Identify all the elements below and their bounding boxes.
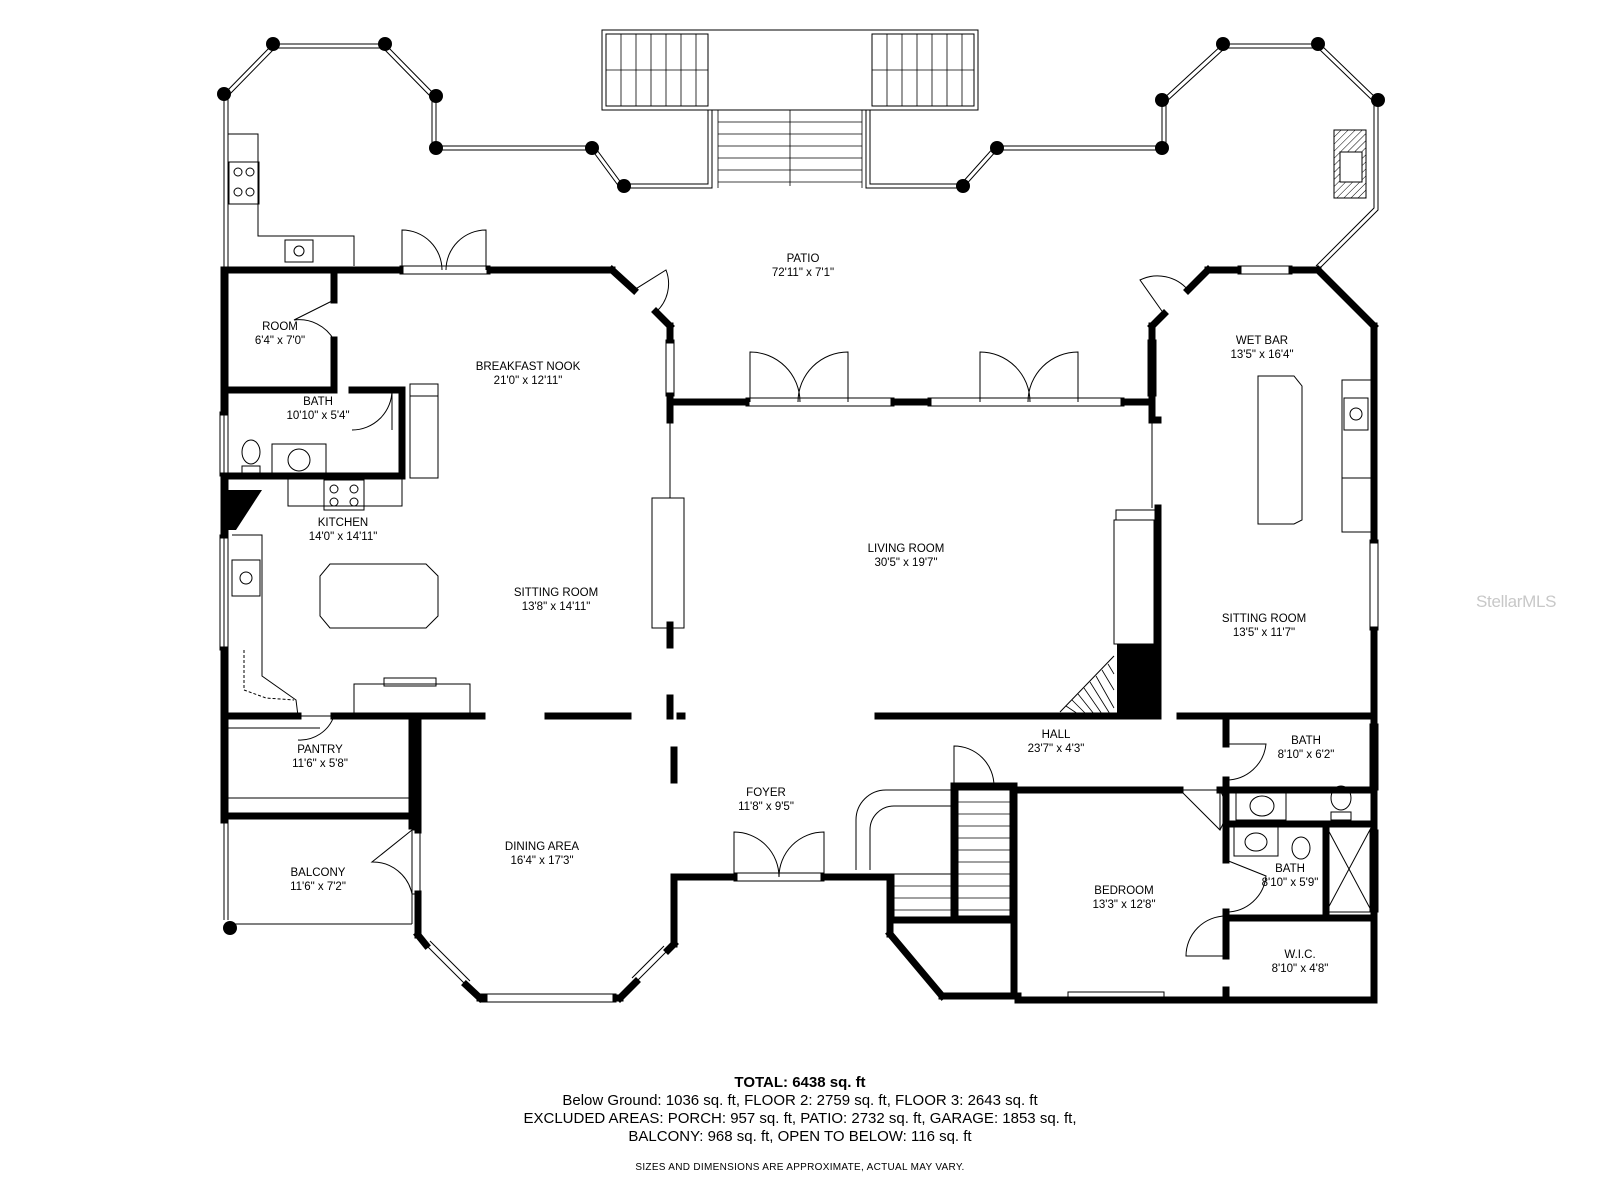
room-dims: 11'6" x 7'2" — [290, 881, 346, 893]
room-label-bath-right-2: BATH 8'10" x 5'9" — [1262, 862, 1319, 890]
patio-posts — [217, 37, 1385, 935]
room-name: BEDROOM — [1094, 885, 1154, 897]
room-name: BREAKFAST NOOK — [475, 361, 581, 373]
room-name: W.I.C. — [1284, 949, 1316, 961]
floor-plan — [217, 29, 1385, 1004]
room-label-foyer: FOYER 11'8" x 9'5" — [738, 786, 794, 814]
room-dims: 13'8" x 14'11" — [521, 601, 591, 613]
room-label-bedroom: BEDROOM 13'3" x 12'8" — [1092, 884, 1155, 912]
fixtures — [228, 375, 1373, 925]
room-dims: 6'4" x 7'0" — [254, 335, 306, 347]
room-name: KITCHEN — [317, 517, 369, 529]
wall-fills — [224, 490, 1159, 718]
totals-line-3: BALCONY: 968 sq. ft, OPEN TO BELOW: 116 … — [628, 1128, 972, 1145]
room-name: LIVING ROOM — [867, 543, 945, 555]
room-label-wic: W.I.C. 8'10" x 4'8" — [1272, 948, 1329, 976]
room-name: SITTING ROOM — [1221, 613, 1307, 625]
room-dims: 14'0" x 14'11" — [308, 531, 378, 543]
windows — [219, 265, 1379, 1003]
room-dims: 30'5" x 19'7" — [874, 557, 938, 569]
room-dims: 13'5" x 16'4" — [1230, 349, 1294, 361]
room-dims: 8'10" x 6'2" — [1277, 749, 1335, 761]
room-name: HALL — [1041, 729, 1071, 741]
room-dims: 72'11" x 7'1" — [771, 267, 835, 279]
outdoor-kitchen — [228, 133, 355, 266]
room-label-balcony: BALCONY 11'6" x 7'2" — [290, 866, 346, 894]
room-name: PATIO — [786, 253, 820, 265]
disclaimer: SIZES AND DIMENSIONS ARE APPROXIMATE, AC… — [635, 1162, 965, 1173]
room-label-wet-bar: WET BAR 13'5" x 16'4" — [1230, 334, 1293, 362]
room-dims: 8'10" x 4'8" — [1271, 963, 1329, 975]
room-dims: 8'10" x 5'9" — [1261, 877, 1319, 889]
fireplace-icon — [1333, 129, 1367, 199]
totals-line-1: Below Ground: 1036 sq. ft, FLOOR 2: 2759… — [562, 1092, 1038, 1109]
room-label-sitting-room-right: SITTING ROOM 13'5" x 11'7" — [1222, 612, 1306, 640]
doors — [293, 229, 1267, 957]
watermark-logo: StellarMLS — [1476, 592, 1557, 611]
room-label-bath-right-1: BATH 8'10" x 6'2" — [1278, 734, 1335, 762]
room-label-hall: HALL 23'7" x 4'3" — [1028, 728, 1085, 756]
room-label-pantry: PANTRY 11'6" x 5'8" — [292, 743, 348, 771]
room-dims: 11'6" x 5'8" — [292, 758, 348, 770]
room-name: FOYER — [746, 787, 786, 799]
walls — [220, 265, 1379, 1004]
room-name: BATH — [303, 396, 333, 408]
totals-heading: TOTAL: 6438 sq. ft — [734, 1074, 866, 1091]
area-totals: TOTAL: 6438 sq. ft Below Ground: 1036 sq… — [0, 1074, 1600, 1146]
room-dims: 16'4" x 17'3" — [510, 855, 574, 867]
room-dims: 10'10" x 5'4" — [286, 410, 350, 422]
room-label-breakfast-nook: BREAKFAST NOOK 21'0" x 12'11" — [476, 360, 581, 388]
stair-steps — [894, 663, 1115, 911]
room-label-room: ROOM 6'4" x 7'0" — [255, 320, 305, 348]
room-label-living-room: LIVING ROOM 30'5" x 19'7" — [868, 542, 945, 570]
room-name: BATH — [1275, 863, 1305, 875]
room-label-dining-area: DINING AREA 16'4" x 17'3" — [505, 840, 579, 868]
room-name: SITTING ROOM — [513, 587, 599, 599]
room-name: WET BAR — [1235, 335, 1289, 347]
room-name: ROOM — [262, 321, 298, 333]
patio-railing — [223, 43, 1379, 920]
room-dims: 23'7" x 4'3" — [1027, 743, 1085, 755]
stair-treads — [606, 34, 974, 188]
room-name: BALCONY — [290, 867, 346, 879]
room-dims: 11'8" x 9'5" — [738, 801, 794, 813]
room-dims: 13'3" x 12'8" — [1092, 899, 1156, 911]
room-dims: 21'0" x 12'11" — [493, 375, 563, 387]
room-name: DINING AREA — [504, 841, 580, 853]
room-name: BATH — [1291, 735, 1321, 747]
room-name: PANTRY — [297, 744, 343, 756]
room-dims: 13'5" x 11'7" — [1232, 627, 1296, 639]
room-label-patio: PATIO 72'11" x 7'1" — [772, 252, 834, 280]
totals-line-2: EXCLUDED AREAS: PORCH: 957 sq. ft, PATIO… — [523, 1110, 1077, 1127]
room-label-bath-upper: BATH 10'10" x 5'4" — [286, 395, 349, 423]
room-label-kitchen: KITCHEN 14'0" x 14'11" — [309, 516, 378, 544]
room-label-sitting-room-left: SITTING ROOM 13'8" x 14'11" — [514, 586, 598, 614]
